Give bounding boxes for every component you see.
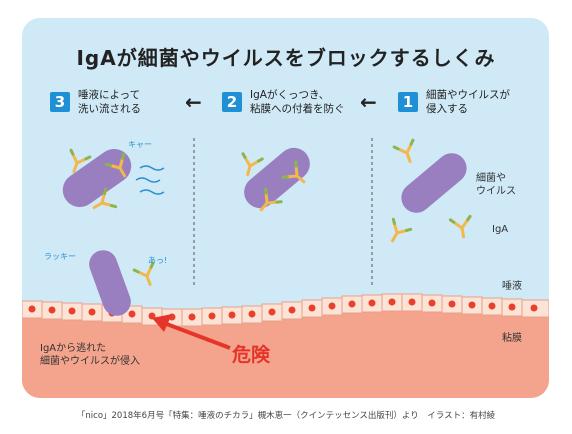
step-3-text: 唾液によって 洗い流される [78, 88, 141, 116]
kya-exclamation: キャー [128, 140, 152, 149]
ah-exclamation: あっ! [148, 256, 168, 265]
diagram-title: IgAが細菌やウイルスをブロックするしくみ [76, 46, 496, 70]
germ-escaped [89, 250, 131, 316]
germ-washed [62, 148, 132, 208]
danger-pointer-arrow [152, 314, 231, 350]
step-arrow-left-2: ← [360, 90, 377, 114]
step-2-text: IgAがくっつき、 粘膜への付着を防ぐ [250, 88, 345, 116]
iga-label: IgA [492, 224, 509, 235]
escaped-label: IgAから逃れた 細菌やウイルスが侵入 [40, 342, 140, 368]
step-3-line2: 洗い流される [78, 103, 141, 115]
germ-blocked [244, 147, 310, 209]
iga-antibodies [69, 138, 472, 286]
source-caption: 「nico」2018年6月号「特集：唾液のチカラ」槻木恵一（クインテッセンス出版… [76, 411, 496, 421]
germ-entering [401, 153, 467, 213]
step-1-text: 細菌やウイルスが 侵入する [426, 88, 510, 116]
step-2-line2: 粘膜への付着を防ぐ [250, 103, 345, 115]
step-3-badge: 3 [50, 92, 70, 112]
danger-label: 危険 [232, 344, 271, 366]
step-2-line1: IgAがくっつき、 [250, 89, 330, 101]
germ-label-line2: ウイルス [476, 186, 516, 197]
germ-label-line1: 細菌や [476, 173, 506, 184]
illustration-panel [22, 18, 549, 398]
step-1-line1: 細菌やウイルスが [426, 89, 510, 101]
step-arrow-left-1: ← [185, 90, 202, 114]
saliva-flow-lines [135, 165, 165, 195]
illustration-svg [22, 138, 549, 398]
step-2-badge: 2 [222, 92, 242, 112]
mucosa-label: 粘膜 [502, 333, 522, 344]
escaped-label-line1: IgAから逃れた [40, 343, 107, 354]
germ-label: 細菌や ウイルス [476, 172, 516, 198]
lucky-exclamation: ラッキー [44, 252, 76, 261]
saliva-label: 唾液 [502, 281, 522, 292]
escaped-label-line2: 細菌やウイルスが侵入 [40, 356, 140, 367]
step-1-badge: 1 [398, 92, 418, 112]
step-3-line1: 唾液によって [78, 89, 141, 101]
step-1-line2: 侵入する [426, 103, 468, 115]
